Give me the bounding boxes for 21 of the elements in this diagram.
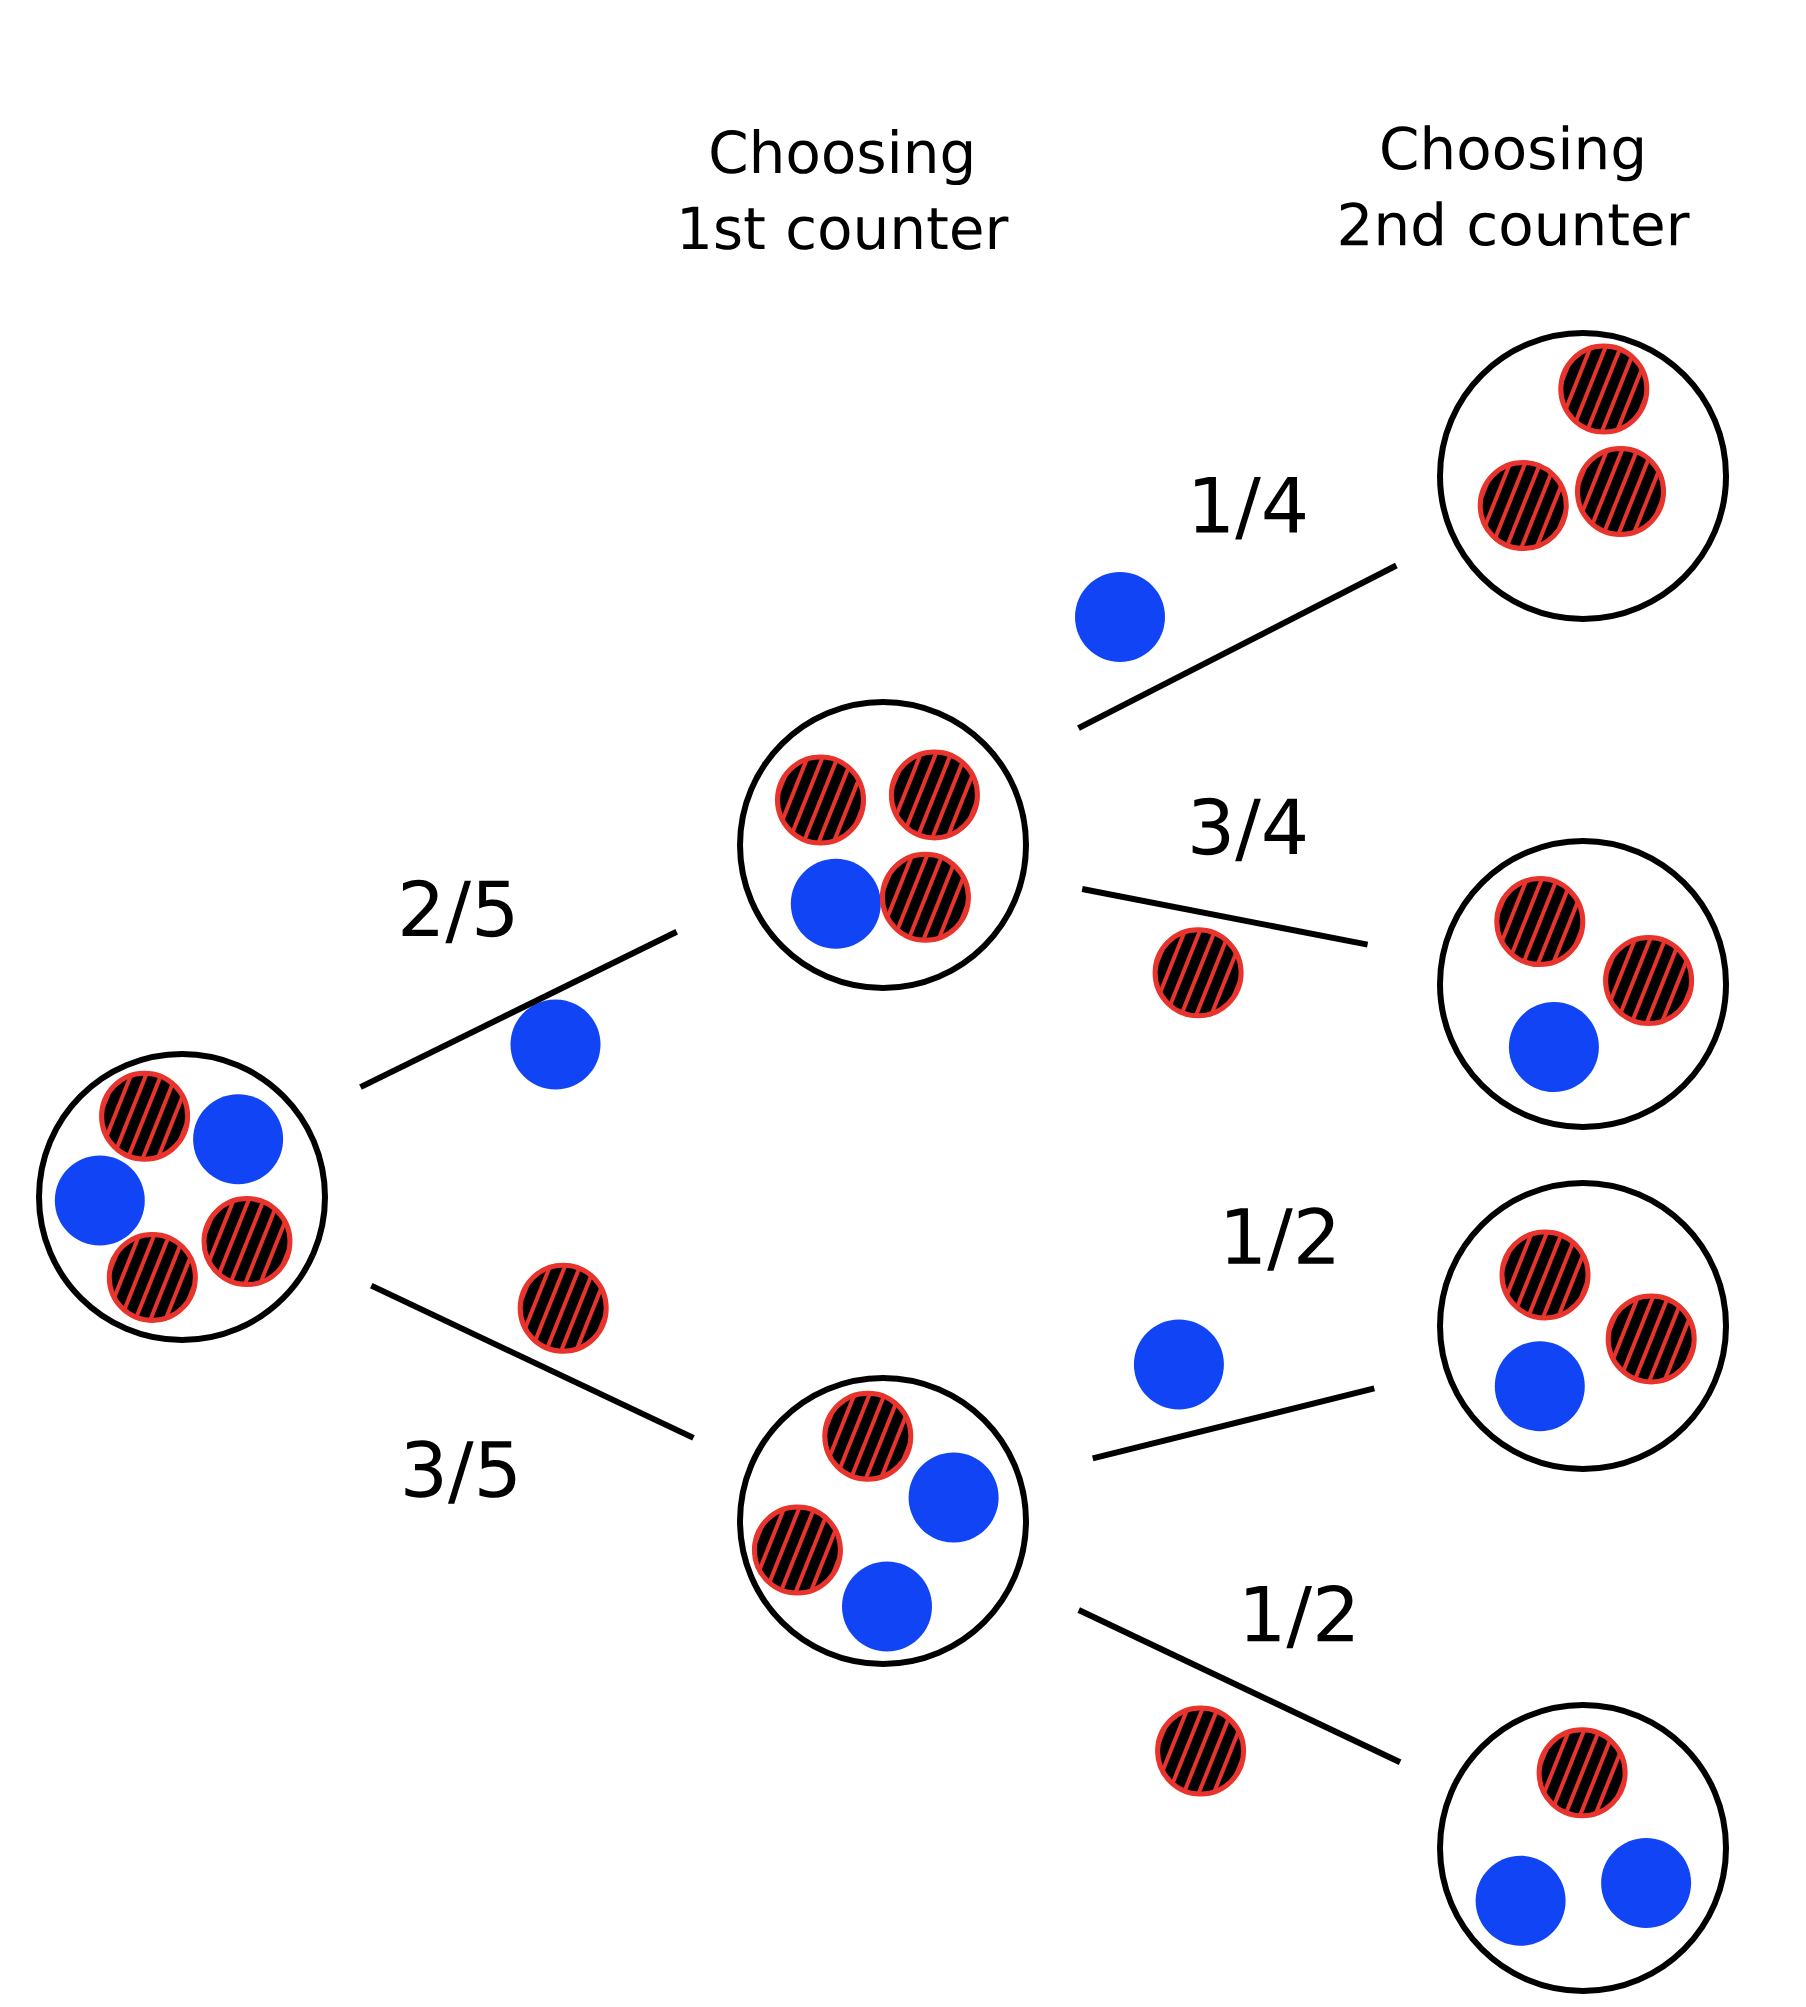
- probability-label: 3/5: [405, 1440, 516, 1504]
- branch-line: [1077, 1607, 1402, 1766]
- circle: [1437, 838, 1729, 1130]
- branch-line: [1077, 562, 1398, 731]
- branch-line: [1092, 1385, 1375, 1462]
- circle: [1437, 1180, 1729, 1472]
- probability-label: 1/2: [1246, 1584, 1353, 1649]
- branch-line: [1081, 886, 1369, 948]
- circle: [737, 1375, 1029, 1667]
- column-heading: Choosing 2nd counter: [1340, 125, 1690, 247]
- probability-label: 3/4: [1192, 797, 1305, 862]
- circle: [36, 1051, 328, 1343]
- circle: [1437, 1702, 1729, 1994]
- circle: [737, 699, 1029, 991]
- circle: [1437, 330, 1729, 622]
- column-heading: Choosing 1st counter: [682, 128, 1009, 250]
- probability-label: 1/2: [1227, 1207, 1334, 1271]
- probability-label: 1/4: [1195, 477, 1305, 540]
- probability-label: 2/5: [402, 879, 513, 944]
- branch-line: [370, 1282, 695, 1441]
- branch-line: [359, 929, 678, 1090]
